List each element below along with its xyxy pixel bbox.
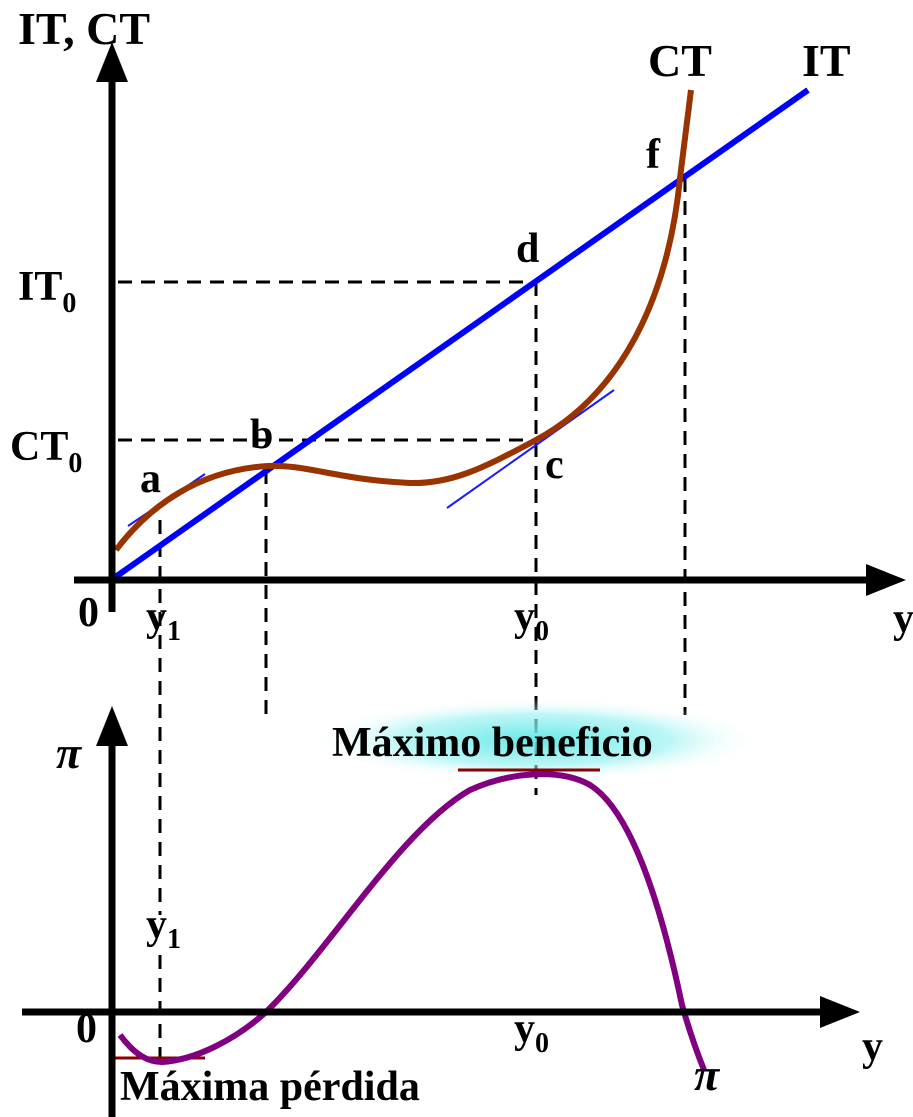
ct-curve xyxy=(113,89,694,552)
point-c-label: c xyxy=(545,442,564,488)
bottom-origin-label: 0 xyxy=(76,1006,97,1052)
top-x-axis-arrow xyxy=(866,564,906,596)
y0-tick-label-top: y0 xyxy=(514,594,549,647)
it-line-label: IT xyxy=(802,35,851,86)
y1-tick-label-top: y1 xyxy=(146,594,181,647)
bottom-y-axis-label: π xyxy=(56,727,83,778)
ct-curve-label: CT xyxy=(648,35,712,86)
tangent-at-c xyxy=(446,389,615,509)
bottom-x-axis-arrow xyxy=(820,996,860,1028)
profit-curve xyxy=(117,771,707,1072)
top-y-axis-label: IT, CT xyxy=(18,3,150,54)
top-y-axis-arrow xyxy=(96,42,128,82)
point-a-label: a xyxy=(140,456,161,502)
top-origin-label: 0 xyxy=(78,590,99,636)
point-b-label: b xyxy=(250,412,273,458)
y1-tick-label-bottom: y1 xyxy=(146,902,181,955)
point-f-label: f xyxy=(646,132,661,178)
top-x-axis-label: y xyxy=(893,596,913,642)
it0-tick-label: IT0 xyxy=(18,264,76,319)
bottom-y-axis-arrow xyxy=(96,706,128,746)
point-d-label: d xyxy=(516,226,539,272)
top-chart: IT, CT CT IT IT0 CT0 0 y1 y0 y a b c d f xyxy=(10,3,913,1058)
profit-curve-label: π xyxy=(694,1049,721,1100)
bottom-chart: π Máximo beneficio y1 0 y0 y π Máxima pé… xyxy=(22,698,883,1117)
ct0-tick-label: CT0 xyxy=(10,424,82,479)
max-loss-label: Máxima pérdida xyxy=(120,1064,420,1110)
max-profit-label: Máximo beneficio xyxy=(332,720,653,766)
it-line xyxy=(112,87,810,581)
max-label-glow xyxy=(311,698,761,782)
bottom-x-axis-label: y xyxy=(862,1024,883,1070)
y0-tick-label-bottom: y0 xyxy=(514,1006,549,1059)
